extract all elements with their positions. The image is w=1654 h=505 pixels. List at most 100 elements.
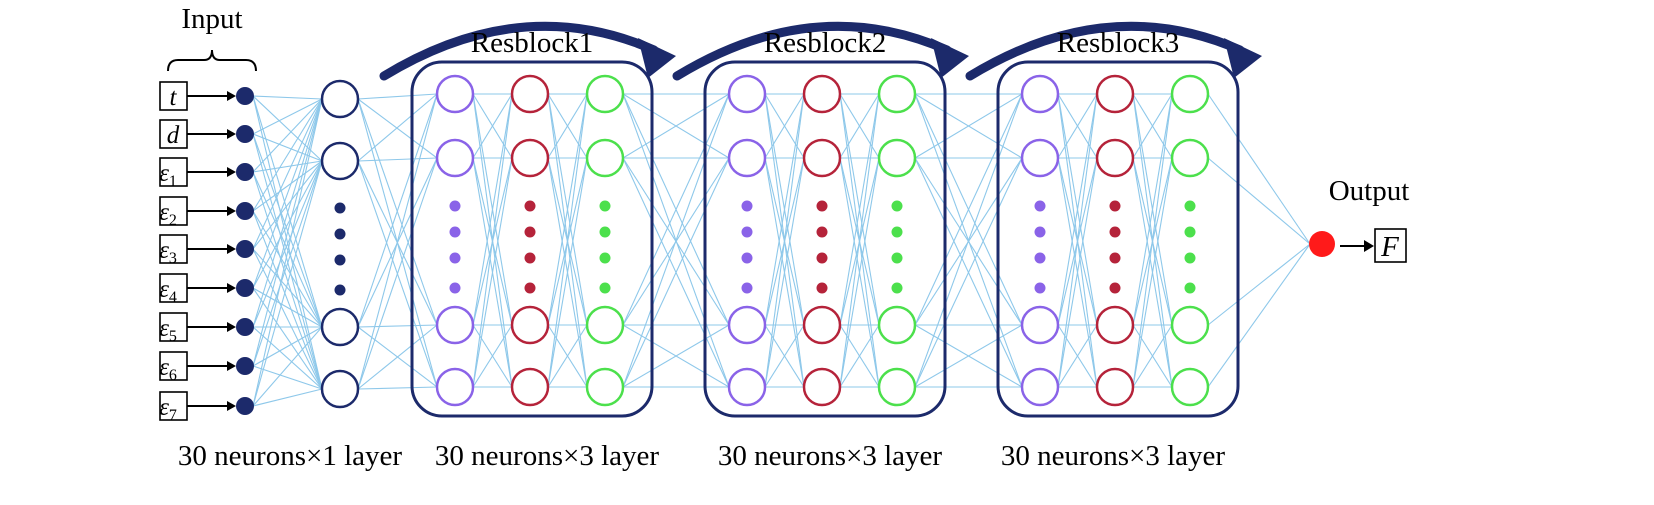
resblock-3-frame <box>996 60 1240 418</box>
input-variable: ε2 <box>159 196 254 229</box>
connection-edge <box>472 324 513 388</box>
input-node <box>236 357 254 375</box>
hidden-neuron <box>320 307 360 347</box>
resblock-neuron <box>585 305 625 345</box>
connection-edge <box>914 93 1023 159</box>
input-variable: ε7 <box>159 391 254 424</box>
connection-edge <box>839 93 880 326</box>
resblock-2-frame <box>703 60 947 418</box>
resblock-1-arc-arrowhead <box>638 38 676 78</box>
input-variable: ε4 <box>159 273 254 306</box>
hidden-neuron <box>320 79 360 119</box>
input-arrow-head <box>227 244 236 254</box>
resblock-ellipsis-dot <box>1109 226 1121 238</box>
connection-edge <box>914 93 1023 326</box>
input-variable-label: t <box>170 84 178 111</box>
connection-edge <box>357 386 438 390</box>
connection-edge <box>547 324 588 388</box>
connection-edge <box>252 160 323 212</box>
resblock-neuron <box>1020 305 1060 345</box>
connection-edge <box>764 93 805 159</box>
resblock-ellipsis-dot <box>741 282 753 294</box>
connection-edge <box>252 95 323 100</box>
resblock-neuron <box>1170 305 1210 345</box>
connection-edge <box>252 98 323 135</box>
hidden-ellipsis-dot <box>334 284 346 296</box>
input-arrow-head <box>227 322 236 332</box>
resblock-ellipsis-dot <box>449 226 461 238</box>
connection-edge <box>764 93 805 388</box>
resblock-ellipsis-dot <box>524 252 536 264</box>
input-arrow-head <box>227 167 236 177</box>
connection-edge <box>839 324 880 388</box>
connection-edge <box>764 157 805 388</box>
connection-edge <box>1057 93 1098 159</box>
input-variable: ε3 <box>159 234 254 267</box>
resblock-ellipsis-dot <box>816 200 828 212</box>
input-variable-subscript: 1 <box>169 173 177 190</box>
connection-edge <box>252 326 323 390</box>
connection-edge <box>252 248 323 390</box>
connection-edge <box>357 93 438 100</box>
input-node <box>236 202 254 220</box>
connection-edge <box>252 133 323 390</box>
connection-edge <box>252 326 323 367</box>
resblock-neuron <box>877 367 917 407</box>
input-arrow-head <box>227 283 236 293</box>
input-arrow-head <box>227 361 236 371</box>
connection-edge <box>622 93 730 388</box>
connection-edge <box>764 324 805 388</box>
connection-edge <box>357 157 438 162</box>
input-variable-box <box>159 273 188 303</box>
input-variable-subscript: 4 <box>169 289 177 306</box>
resblock-neuron <box>1020 74 1060 114</box>
connection-edge <box>472 93 513 326</box>
input-node <box>236 397 254 415</box>
resblock-neuron <box>435 138 475 178</box>
resblock-neuron <box>1020 138 1060 178</box>
resblock-neuron <box>510 305 550 345</box>
resblock-neuron <box>510 138 550 178</box>
resblock-neuron <box>435 74 475 114</box>
resblock-2-skip-arc <box>672 21 952 81</box>
connection-edge <box>252 326 323 407</box>
resblock-ellipsis-dot <box>449 200 461 212</box>
input-variable-subscript: 5 <box>169 328 177 345</box>
resblock-2-title: Resblock2 <box>764 27 886 59</box>
input-variable: ε1 <box>159 157 254 190</box>
resblock-ellipsis-dot <box>449 252 461 264</box>
resblock-neuron <box>435 367 475 407</box>
resblock-neuron <box>802 138 842 178</box>
resblock-1-skip-arc <box>379 21 659 81</box>
resblock-neuron <box>1095 367 1135 407</box>
resblock-neuron <box>585 138 625 178</box>
input-variable-subscript: 6 <box>169 367 177 384</box>
connection-edge <box>1207 157 1311 245</box>
connection-edge <box>252 248 323 328</box>
connection-edge <box>252 287 323 328</box>
output-title: Output <box>1329 175 1410 207</box>
resblock-neuron <box>1170 74 1210 114</box>
input-variable-label: d <box>167 122 180 149</box>
resblock-neuron <box>727 74 767 114</box>
input-variable-box <box>159 119 188 149</box>
input-variable-box <box>159 157 188 187</box>
resblock-neuron <box>727 367 767 407</box>
connection-edge <box>357 93 438 390</box>
resblock-ellipsis-dot <box>524 282 536 294</box>
resblock-neuron <box>727 305 767 345</box>
resblock-ellipsis-dot <box>816 252 828 264</box>
connection-edge <box>622 93 730 159</box>
hidden-neuron <box>320 141 360 181</box>
connection-edge <box>252 160 323 367</box>
input-arrow-head <box>227 91 236 101</box>
resblock-ellipsis-dot <box>741 252 753 264</box>
connection-edge <box>357 157 438 390</box>
connection-edge <box>1132 157 1173 388</box>
connection-edge <box>252 210 323 328</box>
input-title: Input <box>181 3 242 35</box>
connection-edge <box>357 324 438 390</box>
connection-edge <box>252 171 323 328</box>
connection-edge <box>547 93 588 159</box>
